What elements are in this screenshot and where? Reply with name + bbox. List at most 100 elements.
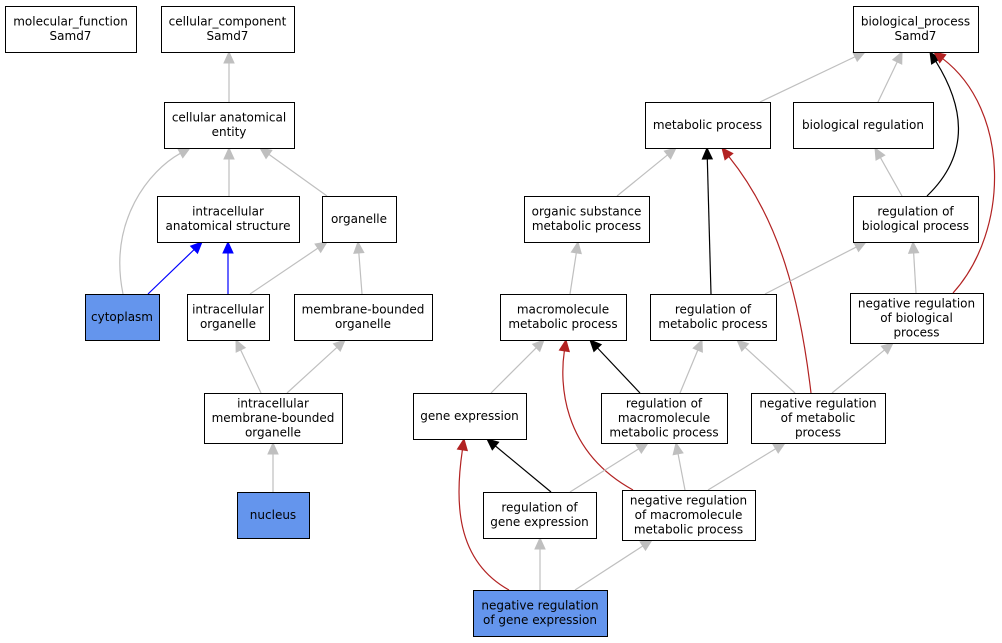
node-label: regulation of: [626, 396, 703, 410]
node-box: [850, 293, 984, 344]
edge-nrmp-to-mp: [721, 147, 812, 394]
node-nucleus[interactable]: nucleus: [237, 492, 310, 539]
edge-imbo-to-mbo: [286, 339, 346, 394]
edge-rbp-to-breg: [874, 146, 903, 197]
edge-mbo-to-organelle: [353, 240, 365, 295]
edge-nrge-to-ge: [456, 437, 510, 591]
edge-ge-to-mmp: [490, 339, 545, 394]
node-label: gene expression: [490, 515, 589, 529]
arrowhead-icon: [558, 338, 571, 353]
edge-nrmmp-to-rmmp: [672, 441, 686, 491]
node-label: process: [893, 325, 939, 339]
node-label: of gene expression: [483, 613, 597, 627]
node-label: gene expression: [420, 409, 519, 423]
arrowhead-icon: [456, 437, 469, 452]
edge-cyto-to-ias: [147, 241, 203, 295]
edge-line: [147, 249, 195, 295]
arrowhead-icon: [736, 339, 750, 353]
edge-cae-to-cc: [223, 50, 235, 102]
edge-line: [495, 445, 552, 493]
node-mp[interactable]: metabolic process: [645, 102, 771, 149]
node-label: macromolecule: [618, 411, 710, 425]
node-label: negative regulation: [630, 493, 747, 507]
node-box: [204, 393, 343, 444]
edge-line: [569, 448, 640, 493]
arrowhead-icon: [267, 441, 279, 455]
node-label: organic substance: [532, 205, 642, 219]
arrowhead-icon: [486, 438, 500, 451]
arrowhead-icon: [531, 339, 545, 353]
arrowhead-icon: [259, 147, 273, 160]
node-label: nucleus: [250, 508, 296, 522]
node-box: [85, 294, 160, 341]
edge-rbp-to-bp: [926, 50, 960, 197]
node-label: metabolic process: [508, 317, 617, 331]
edge-line: [562, 350, 634, 491]
node-organelle[interactable]: organelle: [322, 196, 397, 243]
arrowhead-icon: [332, 339, 346, 353]
node-box: [524, 196, 650, 243]
edge-line: [358, 252, 363, 295]
edge-nrmmp-to-nrmp: [707, 442, 787, 491]
edge-line: [268, 153, 328, 197]
edge-nrge-to-rge: [534, 536, 546, 590]
arrowhead-icon: [772, 442, 787, 454]
node-label: macromolecule: [517, 303, 609, 317]
node-box: [650, 294, 777, 341]
node-box: [294, 294, 433, 341]
edge-line: [679, 349, 699, 394]
node-label: metabolic process: [658, 317, 767, 331]
node-label: Samd7: [895, 29, 937, 43]
node-label: negative regulation: [481, 599, 598, 613]
node-label: anatomical structure: [166, 219, 291, 233]
node-label: of macromolecule: [635, 508, 743, 522]
arrowhead-icon: [692, 338, 703, 353]
edge-line: [490, 347, 537, 394]
edge-line: [879, 157, 903, 197]
arrowhead-icon: [929, 50, 941, 65]
node-label: process: [795, 425, 841, 439]
node-label: organelle: [245, 425, 301, 439]
node-ge[interactable]: gene expression: [413, 393, 527, 440]
arrowhead-icon: [223, 50, 235, 64]
edge-nrbp-to-bp: [933, 51, 996, 294]
edge-line: [707, 448, 776, 491]
edge-line: [574, 545, 644, 591]
node-box: [164, 102, 295, 149]
edge-line: [706, 158, 712, 295]
node-label: membrane-bounded: [212, 411, 335, 425]
node-label: negative regulation: [759, 396, 876, 410]
node-label: biological regulation: [802, 118, 924, 132]
arrowhead-icon: [880, 342, 894, 355]
arrowhead-icon: [639, 539, 654, 552]
node-box: [645, 102, 771, 149]
edge-line: [458, 449, 510, 591]
arrowhead-icon: [907, 240, 920, 254]
edge-line: [597, 347, 641, 394]
edge-line: [119, 152, 181, 295]
arrowhead-icon: [223, 146, 235, 160]
node-breg[interactable]: biological regulation: [793, 102, 934, 149]
node-cyto[interactable]: cytoplasm: [85, 294, 160, 341]
edge-rmp-to-mp: [701, 146, 714, 295]
edge-line: [249, 247, 319, 295]
node-box: [601, 393, 728, 444]
